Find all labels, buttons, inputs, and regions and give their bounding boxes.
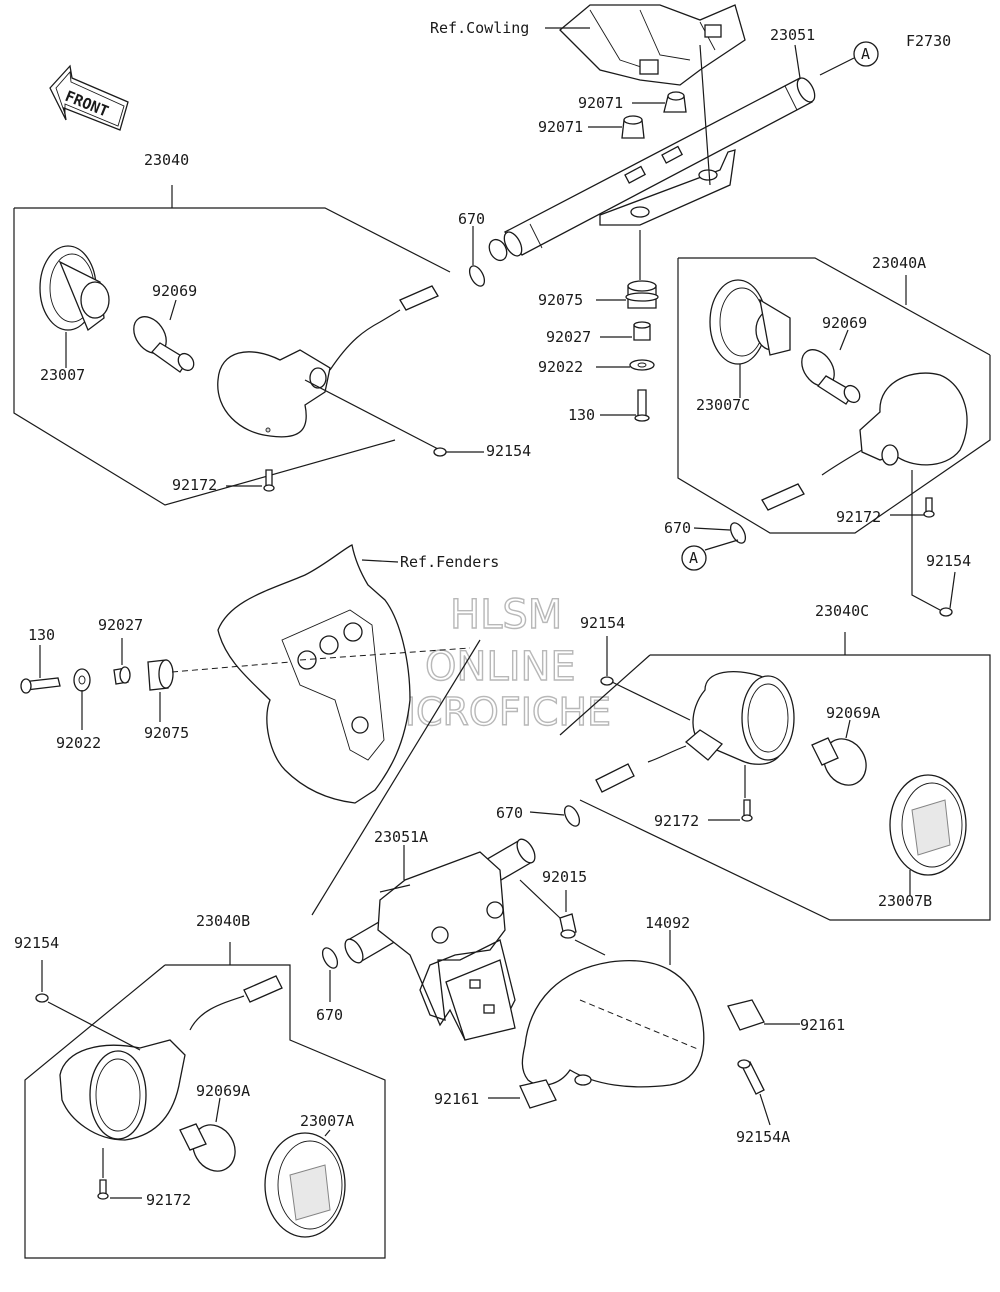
part-92172-right: 92172 bbox=[836, 508, 881, 526]
part-23040b: 23040B bbox=[196, 912, 250, 930]
part-92071-a: 92071 bbox=[578, 94, 623, 112]
part-670-low: 670 bbox=[316, 1006, 343, 1024]
part-23051: 23051 bbox=[770, 26, 815, 44]
part-23007c: 23007C bbox=[696, 396, 750, 414]
part-92075-mid: 92075 bbox=[144, 724, 189, 742]
part-23007: 23007 bbox=[40, 366, 85, 384]
mount-hardware-stack bbox=[596, 280, 659, 422]
part-670-right: 670 bbox=[664, 519, 691, 537]
watermark-line1: HLSM bbox=[450, 592, 562, 638]
figure-code: F2730 bbox=[906, 32, 951, 50]
fender-mount-hardware bbox=[20, 638, 471, 730]
part-92172-low: 92172 bbox=[146, 1191, 191, 1209]
part-92154a: 92154A bbox=[736, 1128, 790, 1146]
part-92069a-right: 92069A bbox=[826, 704, 880, 722]
callout-a-top bbox=[853, 41, 879, 67]
oring-670-top bbox=[468, 265, 486, 287]
callout-a-right-letter: A bbox=[689, 549, 698, 567]
part-92172-top: 92172 bbox=[172, 476, 217, 494]
clip-92071 bbox=[588, 91, 687, 139]
grommet-92015 bbox=[519, 879, 606, 956]
part-92161-left: 92161 bbox=[434, 1090, 479, 1108]
license-cover-14092 bbox=[488, 930, 800, 1126]
part-92154-mid: 92154 bbox=[580, 614, 625, 632]
oring-670-low bbox=[321, 947, 339, 969]
watermark-line3: MICROFICHE bbox=[372, 690, 611, 734]
part-92015: 92015 bbox=[542, 868, 587, 886]
part-92069-left: 92069 bbox=[152, 282, 197, 300]
part-23007b: 23007B bbox=[878, 892, 932, 910]
part-670-top: 670 bbox=[458, 210, 485, 228]
part-130-mid: 130 bbox=[28, 626, 55, 644]
callout-a-right bbox=[681, 545, 707, 571]
part-23051a: 23051A bbox=[374, 828, 428, 846]
part-23040a: 23040A bbox=[872, 254, 926, 272]
turn-signal-assembly-23040b bbox=[24, 942, 386, 1259]
rear-turn-signal-bar bbox=[311, 639, 536, 1041]
ref-fenders-label: Ref.Fenders bbox=[400, 553, 499, 571]
callout-a-top-letter: A bbox=[861, 45, 870, 63]
watermark-line2: ONLINE bbox=[425, 644, 576, 690]
cowling-bracket: Ref.Cowling bbox=[430, 4, 746, 86]
part-92069a-left: 92069A bbox=[196, 1082, 250, 1100]
watermark: HLSM ONLINE MICROFICHE bbox=[371, 591, 611, 734]
part-92075-top: 92075 bbox=[538, 291, 583, 309]
part-670-mid: 670 bbox=[496, 804, 523, 822]
part-92071-b: 92071 bbox=[538, 118, 583, 136]
part-92154-top: 92154 bbox=[486, 442, 531, 460]
front-arrow-icon: FRONT bbox=[49, 64, 129, 131]
part-92161-right: 92161 bbox=[800, 1016, 845, 1034]
rear-fender-ref bbox=[217, 544, 411, 804]
front-turn-signal-bar: 23051 bbox=[488, 26, 816, 280]
oring-670-mid bbox=[563, 805, 581, 827]
part-92022-top: 92022 bbox=[538, 358, 583, 376]
part-92154-left: 92154 bbox=[14, 934, 59, 952]
part-92172-mid: 92172 bbox=[654, 812, 699, 830]
part-14092: 14092 bbox=[645, 914, 690, 932]
part-92069-right: 92069 bbox=[822, 314, 867, 332]
turn-signal-assembly-23040a bbox=[677, 257, 991, 617]
part-23007a: 23007A bbox=[300, 1112, 354, 1130]
turn-signal-assembly-23040 bbox=[13, 185, 484, 506]
part-92027-top: 92027 bbox=[546, 328, 591, 346]
turn-signal-assembly-23040c bbox=[559, 632, 991, 921]
part-92022-mid: 92022 bbox=[56, 734, 101, 752]
part-92027-mid: 92027 bbox=[98, 616, 143, 634]
part-130-top: 130 bbox=[568, 406, 595, 424]
ref-cowling-label: Ref.Cowling bbox=[430, 19, 529, 37]
part-23040: 23040 bbox=[144, 151, 189, 169]
part-92154-right: 92154 bbox=[926, 552, 971, 570]
part-23040c: 23040C bbox=[815, 602, 869, 620]
